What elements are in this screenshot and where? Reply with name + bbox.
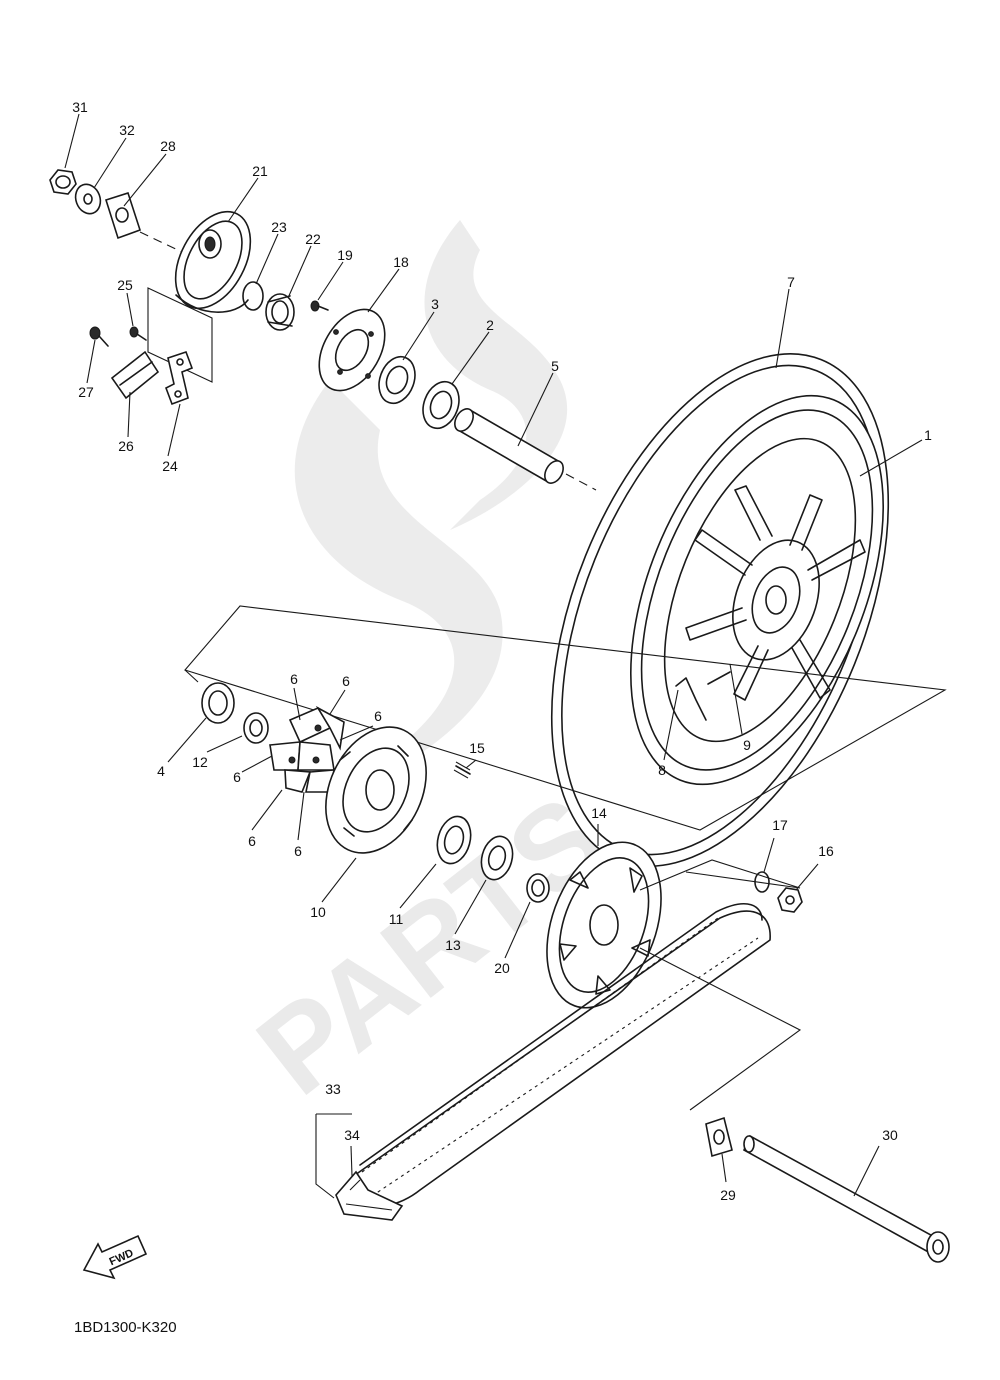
callout-14: 14	[591, 805, 607, 821]
part-28-chain-adjuster-plate	[104, 191, 141, 240]
callout-18: 18	[393, 254, 409, 270]
callout-17: 17	[772, 817, 788, 833]
part-14-sprocket	[546, 841, 662, 1009]
callout-30: 30	[882, 1127, 898, 1143]
part-11-bearing	[436, 815, 472, 865]
callout-21: 21	[252, 163, 268, 179]
leader-lines	[64, 113, 923, 1199]
part-2-bearing	[422, 380, 460, 430]
callout-31: 31	[72, 99, 88, 115]
part-10-drive-hub	[325, 726, 427, 854]
group-frame-wheel	[184, 605, 947, 831]
callout-16: 16	[818, 843, 834, 859]
callout-33: 33	[325, 1081, 341, 1097]
part-30-wheel-axle	[742, 1134, 950, 1263]
group-frame-axle	[639, 859, 801, 891]
callout-29: 29	[720, 1187, 736, 1203]
callout-15: 15	[469, 740, 485, 756]
callout-6a: 6	[290, 671, 298, 687]
callout-20: 20	[494, 960, 510, 976]
callout-26: 26	[118, 438, 134, 454]
callout-labels: 31 32 28 21 23 22 19 18 25 27 26 24 3 2 …	[72, 99, 932, 1203]
part-5-spacer	[454, 408, 564, 484]
callout-6d: 6	[233, 769, 241, 785]
part-22-collar	[265, 293, 295, 331]
part-26-pad	[110, 350, 160, 400]
callout-8: 8	[658, 762, 666, 778]
part-12-collar	[243, 712, 269, 744]
callout-6e: 6	[248, 833, 256, 849]
callout-24: 24	[162, 458, 178, 474]
drawing-code: 1BD1300-K320	[74, 1319, 177, 1336]
part-21-brake-caliper-bracket	[174, 210, 252, 313]
callout-5: 5	[551, 358, 559, 374]
part-13-oil-seal	[480, 835, 514, 881]
part-19-bolt	[310, 300, 329, 312]
callout-12: 12	[192, 754, 208, 770]
part-18-plate	[318, 308, 386, 392]
callout-28: 28	[160, 138, 176, 154]
part-32-washer	[74, 183, 102, 215]
callout-32: 32	[119, 122, 135, 138]
callout-10: 10	[310, 904, 326, 920]
part-4-oil-seal	[201, 682, 235, 724]
callout-27: 27	[78, 384, 94, 400]
callout-6c: 6	[374, 708, 382, 724]
callout-6f: 6	[294, 843, 302, 859]
part-24-bracket	[164, 350, 194, 406]
part-31-nut	[49, 169, 77, 195]
part-15-stud	[453, 761, 471, 779]
part-16-nut	[777, 887, 803, 913]
callout-11: 11	[389, 911, 404, 927]
callout-19: 19	[337, 247, 353, 263]
callout-23: 23	[271, 219, 287, 235]
part-1-wheel-rim	[630, 394, 884, 786]
callout-22: 22	[305, 231, 321, 247]
part-27-bolt	[89, 326, 109, 347]
callout-25: 25	[117, 277, 133, 293]
part-6-dampers	[269, 705, 345, 793]
group-frame-24	[147, 287, 213, 383]
callout-1: 1	[924, 427, 932, 443]
callout-9: 9	[743, 737, 751, 753]
part-29-adjuster-plate	[705, 1116, 733, 1158]
part-23-o-ring	[242, 281, 264, 311]
callout-13: 13	[445, 937, 461, 953]
callout-34: 34	[344, 1127, 360, 1143]
fwd-arrow-icon: FWD	[82, 1234, 148, 1280]
callout-3: 3	[431, 296, 439, 312]
part-20-collar	[526, 873, 550, 903]
part-34-chain-joint	[335, 1170, 404, 1221]
part-3-bearing	[378, 355, 416, 405]
callout-4: 4	[157, 763, 165, 779]
callout-7: 7	[787, 274, 795, 290]
part-25-screw	[129, 326, 147, 341]
callout-6b: 6	[342, 673, 350, 689]
callout-2: 2	[486, 317, 494, 333]
group-frame-axle-lower	[639, 947, 802, 1111]
